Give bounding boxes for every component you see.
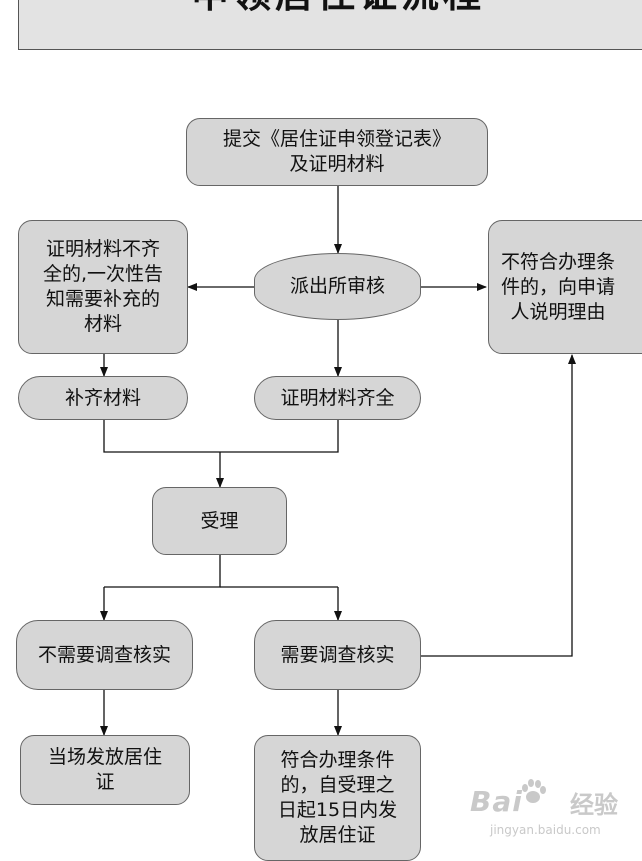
- step-materials-incomplete: 证明材料不齐 全的,一次性告 知需要补充的 材料: [18, 220, 188, 354]
- step-police-review: 派出所审核: [254, 253, 421, 320]
- line-supplement-merge: [103, 420, 339, 453]
- watermark-url: jingyan.baidu.com: [490, 823, 601, 837]
- step-not-eligible: 不符合办理条 件的，向申请 人说明理由: [488, 220, 642, 354]
- title-banner: 申领居住证流程: [18, 0, 642, 50]
- watermark-sub-text: 经验: [570, 791, 618, 819]
- step-accept: 受理: [152, 487, 287, 555]
- watermark-logo-text: Bai: [470, 785, 523, 818]
- line-accept-split: [104, 555, 221, 588]
- step-issue-within-15-days: 符合办理条件 的，自受理之 日起15日内发 放居住证: [254, 735, 421, 861]
- arrow-investigation-to-not-eligible: [421, 354, 576, 657]
- step-submit-application: 提交《居住证申领登记表》 及证明材料: [186, 118, 488, 186]
- step-no-investigation: 不需要调查核实: [16, 620, 193, 690]
- paw-icon: [522, 779, 546, 803]
- step-materials-complete: 证明材料齐全: [254, 376, 421, 420]
- step-supplement-materials: 补齐材料: [18, 376, 188, 420]
- page-title: 申领居住证流程: [19, 0, 642, 18]
- baidu-jingyan-watermark: Bai 经验 jingyan.baidu.com: [470, 775, 642, 845]
- step-issue-on-site: 当场发放居住 证: [20, 735, 190, 805]
- step-investigation-needed: 需要调查核实: [254, 620, 421, 690]
